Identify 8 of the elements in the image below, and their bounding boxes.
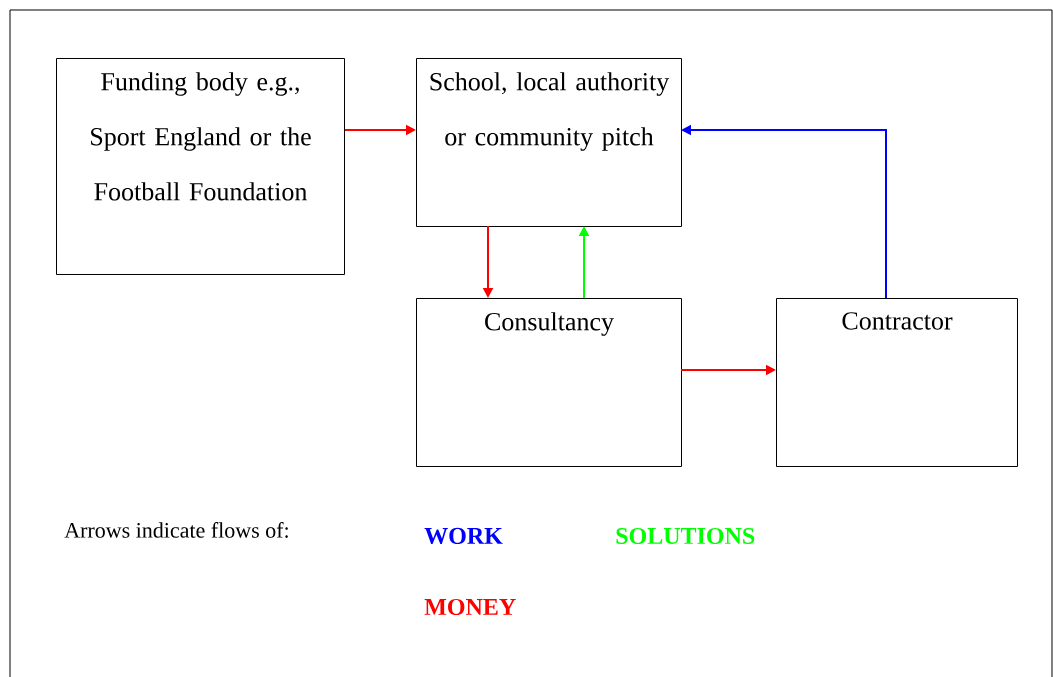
legend-item: WORK [424, 527, 503, 545]
process-box: Contractor [776, 298, 1018, 467]
process-box: Funding body e.g., Sport England or the Football Foundation [56, 58, 345, 275]
process-box: School, local authority or community pitch [416, 58, 682, 227]
legend-item: SOLUTIONS [616, 527, 755, 545]
legend-item: MONEY [424, 598, 516, 616]
note-text: Arrows indicate flows of: [64, 522, 288, 538]
process-box: Consultancy [416, 298, 682, 467]
